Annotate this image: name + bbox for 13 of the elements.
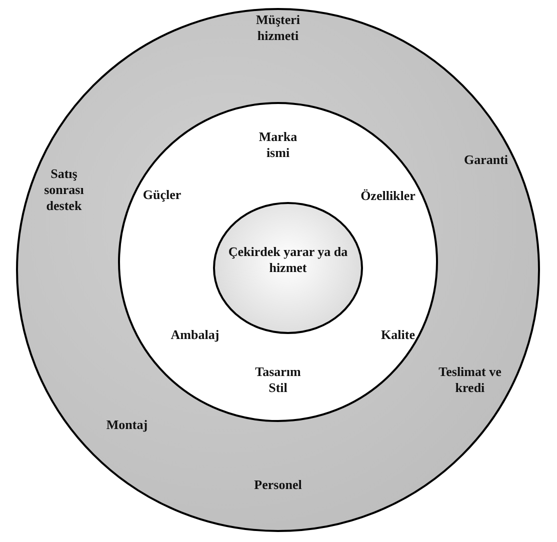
ring-label: Kalite (380, 327, 416, 343)
ring-label: Ambalaj (170, 327, 220, 343)
ring-label: Müşteri hizmeti (254, 12, 302, 44)
ring-label: Güçler (142, 187, 182, 203)
ring-label: Özellikler (360, 188, 416, 204)
ring-label: Tasarım Stil (254, 364, 302, 396)
ring-label: Marka ismi (258, 129, 298, 161)
ring-label: Satış sonrası destek (43, 166, 85, 214)
ring-label: Teslimat ve kredi (438, 364, 502, 396)
ring-label: Personel (253, 477, 303, 493)
ring-label: Garanti (462, 152, 510, 168)
ring-label: Çekirdek yarar ya da hizmet (227, 244, 349, 276)
ring-label: Montaj (105, 417, 149, 433)
